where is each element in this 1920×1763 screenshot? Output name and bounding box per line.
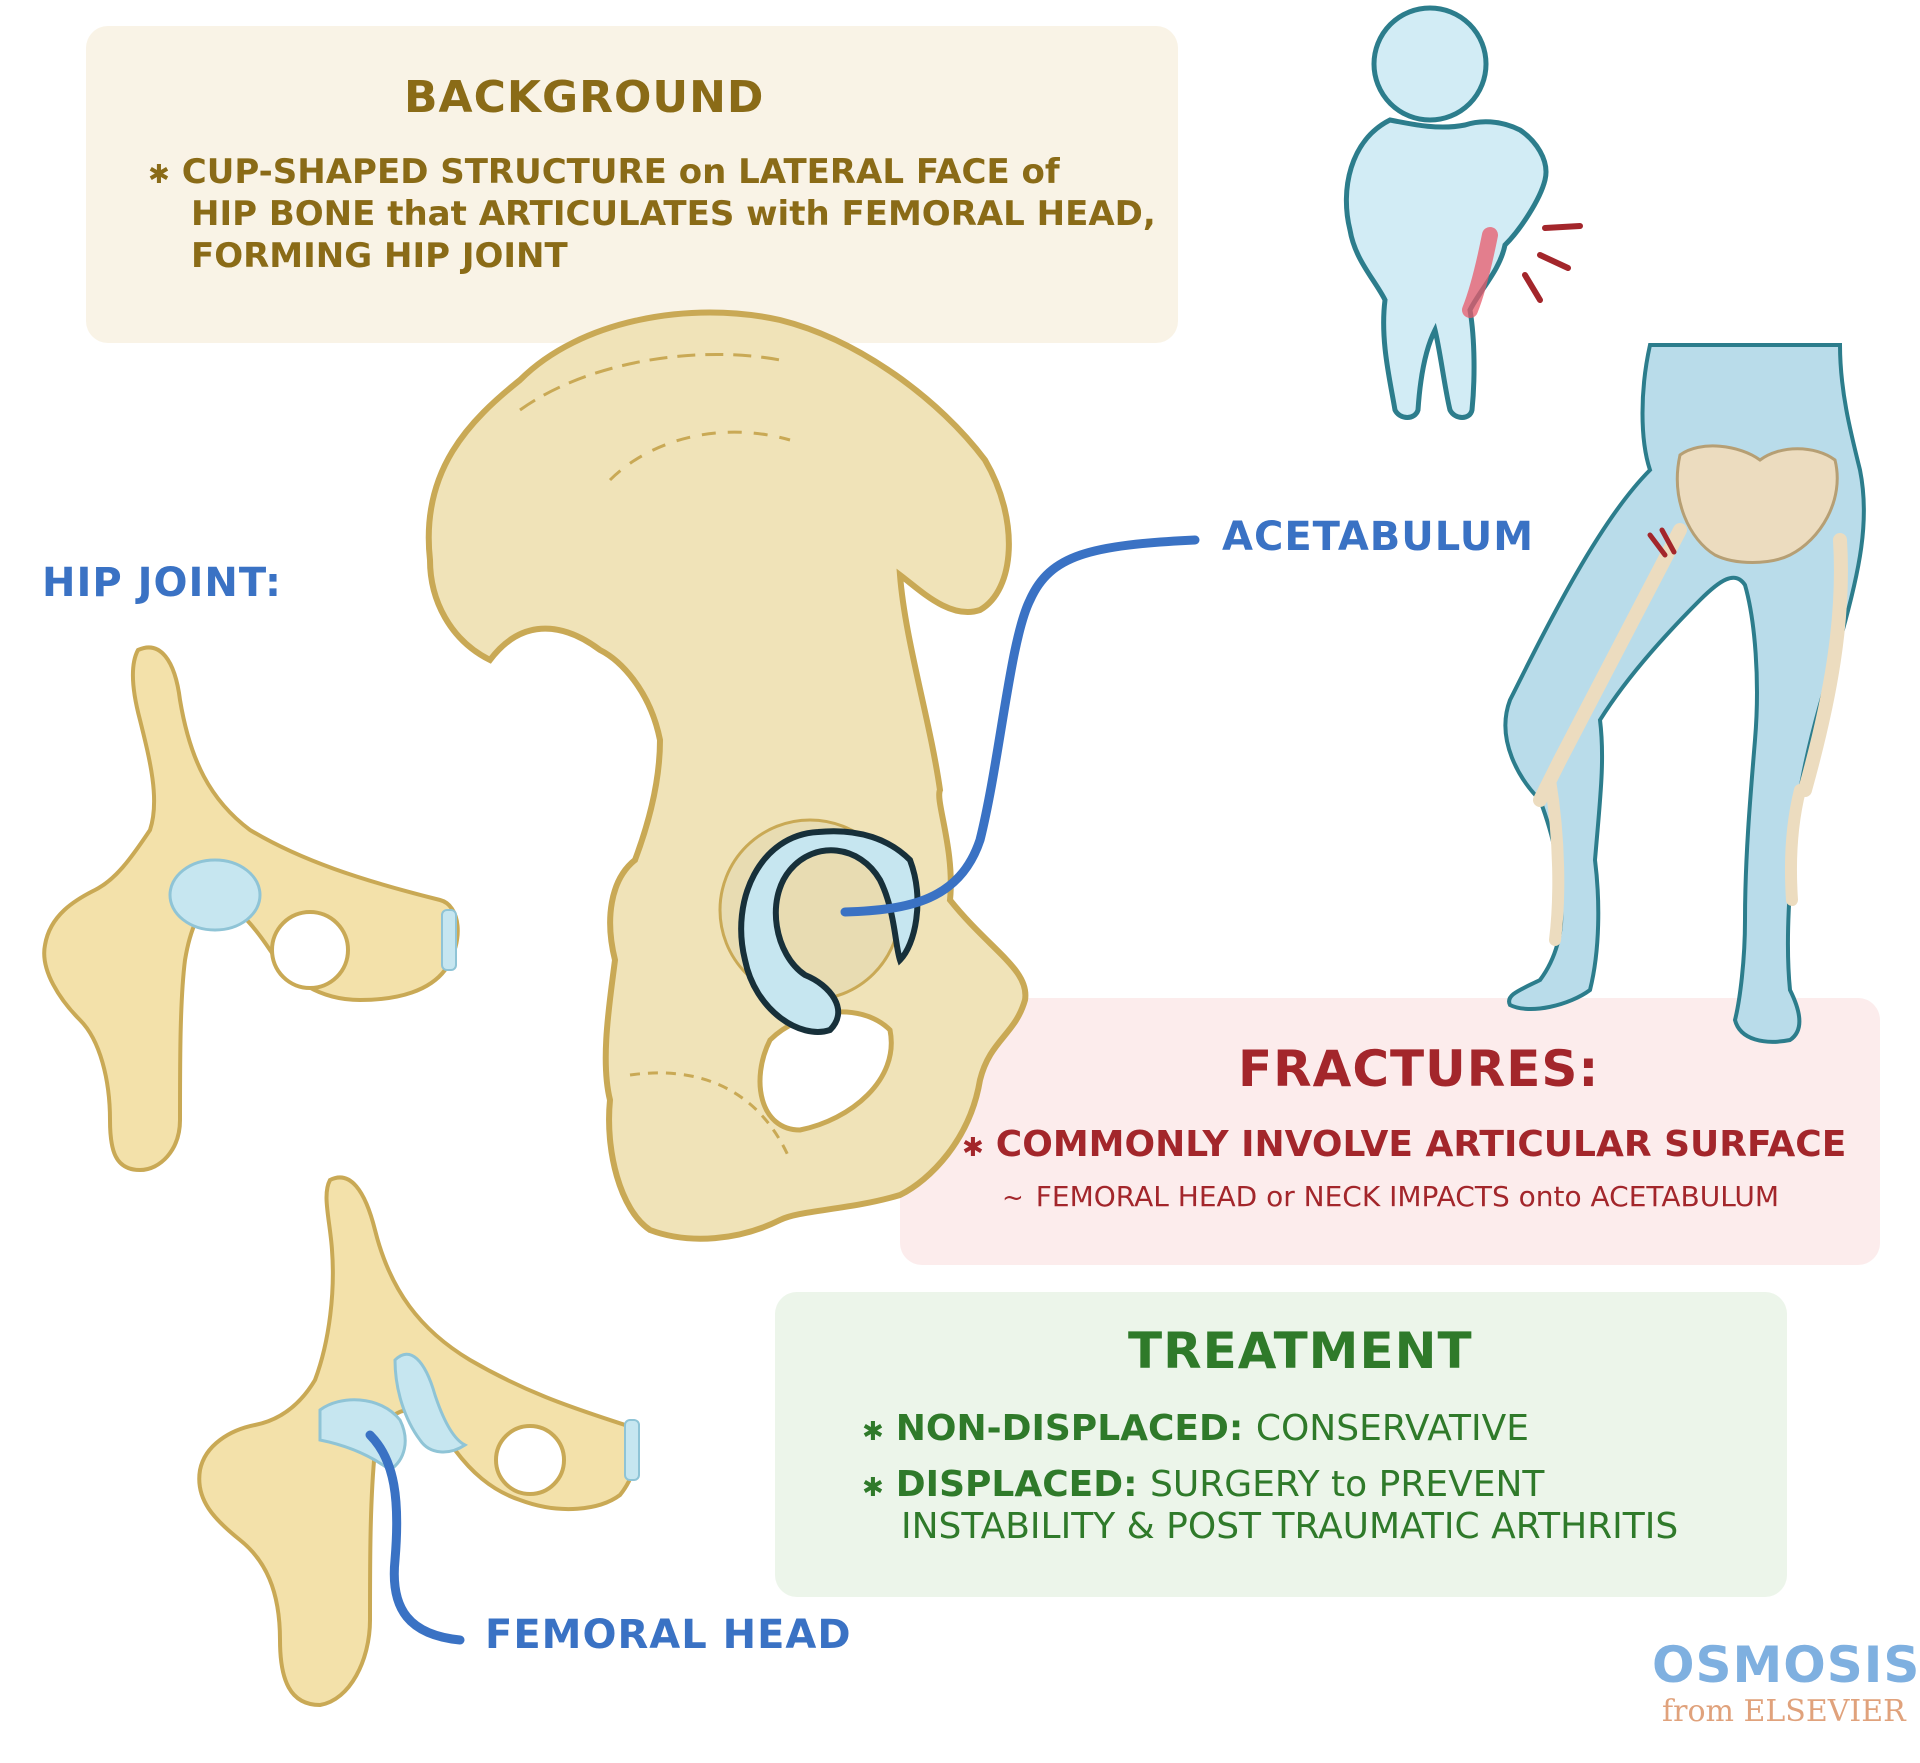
background-line-1: ✱ CUP-SHAPED STRUCTURE on LATERAL FACE of	[148, 152, 1060, 192]
femoral-head-illustration	[197, 1175, 640, 1708]
hip-bone-illustration	[425, 309, 1200, 1242]
tilde-icon: ~	[1002, 1183, 1024, 1213]
treatment-item-1: ✱ NON-DISPLACED: CONSERVATIVE	[862, 1408, 1529, 1449]
patient-pain-figure	[1343, 5, 1583, 420]
treatment-item-1-desc: CONSERVATIVE	[1255, 1408, 1530, 1449]
background-line-2: HIP BONE that ARTICULATES with FEMORAL H…	[191, 194, 1156, 234]
fractures-heading: FRACTURES:	[1238, 1040, 1600, 1098]
background-panel	[86, 26, 1178, 343]
fractures-bullet-text: COMMONLY INVOLVE ARTICULAR SURFACE	[995, 1124, 1847, 1165]
legs-pelvis-illustration	[1503, 343, 1866, 1044]
fractures-panel	[900, 998, 1880, 1265]
asterisk-icon: ✱	[862, 1473, 884, 1503]
background-line-3: FORMING HIP JOINT	[191, 236, 568, 276]
treatment-item-1-term: NON-DISPLACED:	[895, 1408, 1244, 1449]
osmosis-logo: OSMOSIS from ELSEVIER	[1652, 1636, 1920, 1729]
logo-name: OSMOSIS	[1652, 1636, 1920, 1694]
asterisk-icon: ✱	[962, 1133, 984, 1163]
treatment-item-2: ✱ DISPLACED: SURGERY to PREVENT	[862, 1464, 1544, 1505]
logo-sub: from ELSEVIER	[1662, 1694, 1906, 1729]
treatment-continuation: INSTABILITY & POST TRAUMATIC ARTHRITIS	[901, 1506, 1678, 1547]
treatment-panel	[775, 1292, 1787, 1597]
hip-joint-illustration	[42, 645, 460, 1173]
treatment-continuation-text: INSTABILITY & POST TRAUMATIC ARTHRITIS	[901, 1506, 1679, 1547]
treatment-heading: TREATMENT	[1128, 1322, 1473, 1380]
asterisk-icon: ✱	[862, 1417, 884, 1447]
background-line-1-text: CUP-SHAPED STRUCTURE on LATERAL FACE of	[181, 152, 1060, 192]
acetabulum-label: ACETABULUM	[1222, 514, 1535, 560]
treatment-item-2-term: DISPLACED:	[895, 1464, 1138, 1505]
hip-joint-label: HIP JOINT:	[42, 560, 282, 606]
fractures-sub-text: FEMORAL HEAD or NECK IMPACTS onto ACETAB…	[1035, 1180, 1780, 1213]
femoral-head-label: FEMORAL HEAD	[485, 1612, 852, 1658]
fractures-bullet: ✱ COMMONLY INVOLVE ARTICULAR SURFACE	[962, 1124, 1846, 1165]
asterisk-icon: ✱	[148, 160, 170, 190]
treatment-item-2-desc: SURGERY to PREVENT	[1150, 1464, 1545, 1505]
background-heading: BACKGROUND	[404, 72, 765, 123]
fractures-sub: ~ FEMORAL HEAD or NECK IMPACTS onto ACETA…	[1002, 1180, 1779, 1213]
